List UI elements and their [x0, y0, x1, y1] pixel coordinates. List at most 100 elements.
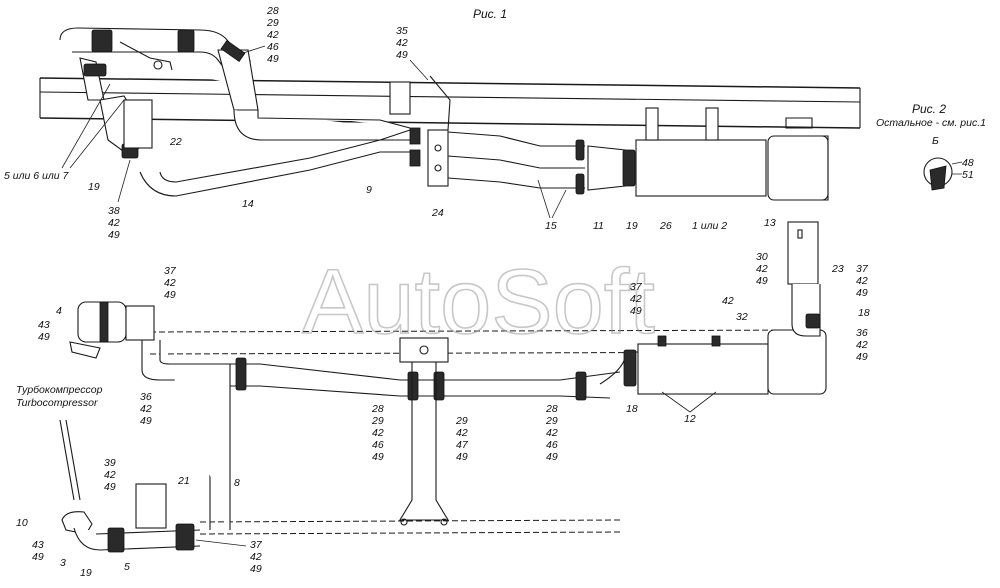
svg-text:42: 42 [104, 469, 116, 481]
svg-text:42: 42 [267, 29, 279, 41]
label-3: 3 [60, 557, 66, 569]
lower-main-pipe [230, 363, 621, 381]
label-19-a: 19 [88, 181, 100, 193]
figure-1 [39, 27, 861, 201]
label-28-29-42-46-49-top: 28 29 42 46 49 [239, 5, 279, 65]
view-b-label: Б [932, 135, 939, 147]
svg-text:37: 37 [630, 281, 643, 293]
svg-text:49: 49 [38, 331, 50, 343]
label-43-49-b: 43 49 [32, 539, 44, 563]
svg-text:39: 39 [104, 457, 116, 469]
label-18-mid: 18 [626, 403, 638, 415]
label-8: 8 [234, 477, 240, 489]
flex-joint-upper [217, 40, 411, 141]
turbo-label-ru: Турбокомпрессор [16, 384, 103, 396]
svg-text:29: 29 [545, 415, 558, 427]
svg-text:49: 49 [630, 305, 642, 317]
svg-text:42: 42 [164, 277, 176, 289]
label-37-42-49-top: 37 42 49 [164, 265, 177, 301]
label-5: 5 [124, 561, 130, 573]
svg-text:49: 49 [856, 351, 868, 363]
label-28-29-42-46-49-c: 28 29 42 46 49 [545, 403, 558, 463]
svg-text:37: 37 [164, 265, 177, 277]
label-36-42-49-right: 36 42 49 [856, 327, 868, 363]
svg-text:49: 49 [164, 289, 176, 301]
label-19-b: 19 [626, 220, 638, 232]
svg-text:46: 46 [546, 439, 558, 451]
label-29-42-47-49: 29 42 47 49 [455, 415, 469, 463]
svg-text:42: 42 [856, 339, 868, 351]
cone-11 [587, 145, 626, 191]
svg-text:36: 36 [140, 391, 152, 403]
left-descending-pipe [79, 57, 153, 159]
svg-text:49: 49 [108, 229, 120, 241]
fig2-subtitle: Остальное - см. рис.1 [876, 117, 986, 129]
svg-text:37: 37 [250, 539, 263, 551]
svg-text:35: 35 [396, 25, 408, 37]
svg-text:28: 28 [371, 403, 384, 415]
label-36-42-49-left: 36 42 49 [140, 391, 152, 427]
svg-text:28: 28 [266, 5, 279, 17]
label-28-29-42-46-49-b: 28 29 42 46 49 [371, 403, 384, 463]
muffler-12 [637, 329, 827, 395]
svg-text:46: 46 [372, 439, 384, 451]
label-37-42-49-mid: 37 42 49 [630, 281, 643, 317]
svg-text:49: 49 [546, 451, 558, 463]
svg-text:48: 48 [962, 157, 974, 169]
svg-text:47: 47 [456, 439, 469, 451]
intake-crossover-pipe [59, 27, 251, 85]
svg-text:49: 49 [267, 53, 279, 65]
frame-rail-ends [39, 78, 861, 128]
svg-text:42: 42 [140, 403, 152, 415]
label-11: 11 [593, 220, 604, 232]
label-48-51: 48 51 [962, 157, 974, 181]
fig2-caption: Рис. 2 [912, 102, 946, 116]
svg-text:42: 42 [108, 217, 120, 229]
label-18-right: 18 [858, 307, 870, 319]
svg-text:38: 38 [108, 205, 120, 217]
label-22: 22 [169, 136, 182, 148]
label-24: 24 [431, 207, 444, 219]
svg-text:42: 42 [396, 37, 408, 49]
label-14: 14 [242, 198, 254, 210]
svg-text:42: 42 [372, 427, 384, 439]
svg-text:42: 42 [856, 275, 868, 287]
frame-rail-bottom-edge [39, 117, 861, 129]
turbo-lower [61, 483, 201, 553]
label-13: 13 [764, 217, 776, 229]
frame-rail-top-edge [39, 77, 861, 89]
svg-text:42: 42 [456, 427, 468, 439]
svg-text:43: 43 [32, 539, 44, 551]
svg-text:29: 29 [266, 17, 279, 29]
svg-text:29: 29 [371, 415, 384, 427]
svg-text:49: 49 [396, 49, 408, 61]
svg-text:49: 49 [104, 481, 116, 493]
svg-text:49: 49 [140, 415, 152, 427]
svg-text:51: 51 [962, 169, 974, 181]
label-42: 42 [722, 295, 734, 307]
svg-text:42: 42 [756, 263, 768, 275]
label-1-or-2: 1 или 2 [692, 220, 727, 232]
svg-text:49: 49 [250, 563, 262, 575]
cross-bracket [399, 337, 449, 526]
svg-text:42: 42 [250, 551, 262, 563]
svg-text:36: 36 [856, 327, 868, 339]
clamp-a [91, 29, 113, 53]
bracket-24 [389, 75, 451, 187]
fig1-caption: Рис. 1 [473, 7, 507, 21]
pipe-15-lower [447, 177, 585, 189]
label-4: 4 [56, 305, 62, 317]
clamp-b [177, 29, 195, 53]
pipe-14-upper-edge [159, 139, 410, 183]
clamp-19 [622, 149, 636, 187]
pipe-14 [139, 151, 410, 197]
svg-text:49: 49 [456, 451, 468, 463]
svg-text:46: 46 [267, 41, 279, 53]
label-43-49-a: 43 49 [38, 319, 50, 343]
svg-text:43: 43 [38, 319, 50, 331]
label-39-42-49: 39 42 49 [104, 457, 116, 493]
svg-text:29: 29 [455, 415, 468, 427]
label-26: 26 [659, 220, 672, 232]
